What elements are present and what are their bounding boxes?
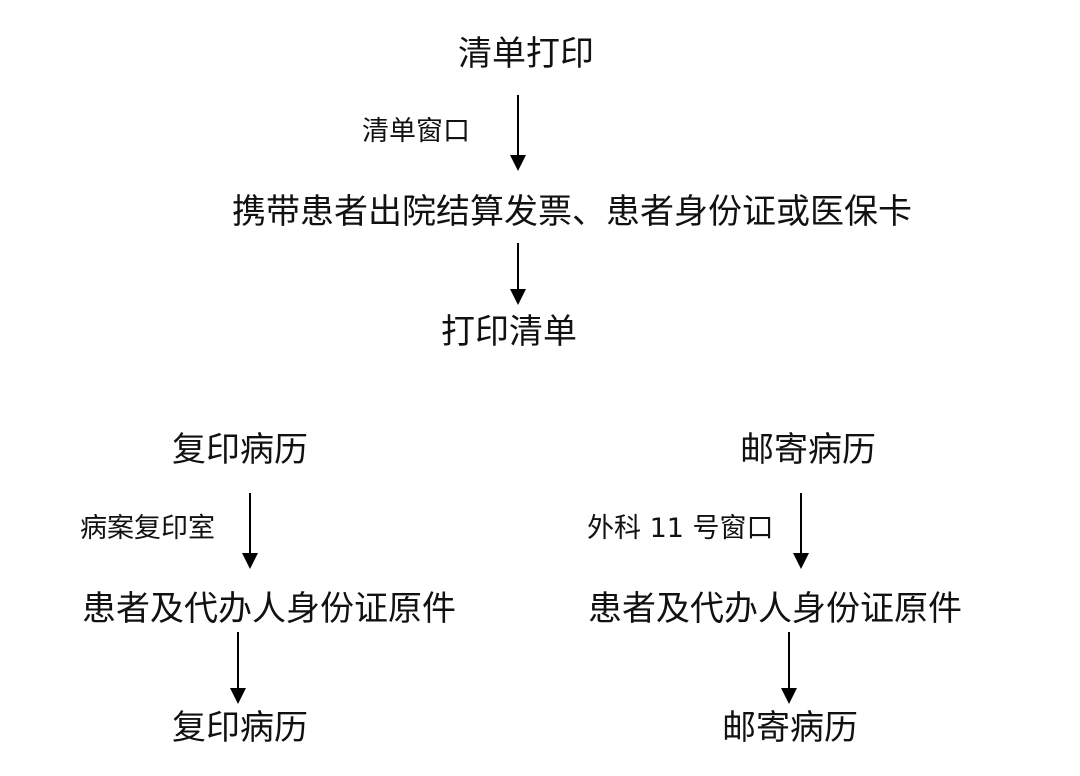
arrow-down-2 [508,243,528,305]
edge-label-copy-room: 病案复印室 [80,513,215,544]
node-copy-record-title: 复印病历 [172,430,308,470]
node-mail-record-result: 邮寄病历 [722,708,858,748]
node-list-print-title: 清单打印 [458,34,594,74]
node-bring-documents: 携带患者出院结算发票、患者身份证或医保卡 [232,192,912,232]
arrow-down-left-2 [228,632,248,704]
edge-label-surgery-window: 外科 11 号窗口 [587,513,774,544]
arrow-down-left-1 [240,493,260,569]
edge-label-list-window: 清单窗口 [362,116,470,147]
arrow-down-right-1 [791,493,811,569]
node-right-id-originals: 患者及代办人身份证原件 [588,589,962,629]
node-copy-record-result: 复印病历 [172,708,308,748]
arrow-down-1 [508,95,528,171]
arrow-down-right-2 [779,632,799,704]
node-left-id-originals: 患者及代办人身份证原件 [82,589,456,629]
node-print-list: 打印清单 [441,312,577,352]
node-mail-record-title: 邮寄病历 [740,430,876,470]
